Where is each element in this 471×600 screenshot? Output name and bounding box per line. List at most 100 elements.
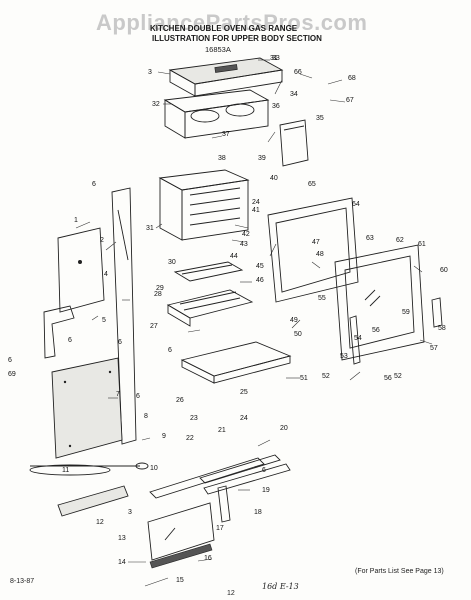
part-callout-13: 13 (118, 535, 126, 542)
part-callout-62: 62 (396, 237, 404, 244)
part-callout-21: 21 (218, 427, 226, 434)
part-callout-6: 6 (262, 467, 266, 474)
vertical-strip-part (217, 485, 231, 523)
lower-bracket-part (57, 485, 129, 517)
part-callout-31: 31 (146, 225, 154, 232)
part-callout-48: 48 (316, 251, 324, 258)
part-callout-52: 52 (394, 373, 402, 380)
part-callout-35: 35 (316, 115, 324, 122)
vertical-rail-part (111, 187, 137, 445)
part-callout-37: 37 (222, 131, 230, 138)
oven-door-frame-part (267, 197, 359, 303)
part-callout-7: 7 (116, 391, 120, 398)
part-callout-10: 10 (150, 465, 158, 472)
part-callout-6: 6 (136, 393, 140, 400)
part-callout-5: 5 (102, 317, 106, 324)
part-callout-56: 56 (372, 327, 380, 334)
part-callout-57: 57 (430, 345, 438, 352)
part-callout-41: 41 (252, 207, 260, 214)
rack-part (173, 261, 244, 282)
part-callout-40: 40 (270, 175, 278, 182)
part-callout-31: 31 (270, 55, 278, 62)
part-callout-2: 2 (100, 237, 104, 244)
burner-part (29, 464, 111, 476)
part-callout-14: 14 (118, 559, 126, 566)
kick-strip-part (149, 543, 213, 569)
top-cover-part (168, 57, 284, 97)
part-callout-25: 25 (240, 389, 248, 396)
part-callout-6: 6 (168, 347, 172, 354)
part-callout-59: 59 (402, 309, 410, 316)
back-panel-part (51, 357, 123, 459)
part-callout-61: 61 (418, 241, 426, 248)
part-callout-12: 12 (96, 519, 104, 526)
part-callout-54: 54 (354, 335, 362, 342)
part-callout-27: 27 (150, 323, 158, 330)
part-callout-43: 43 (240, 241, 248, 248)
window-glass-part (147, 502, 215, 561)
part-callout-4: 4 (104, 271, 108, 278)
part-callout-32: 32 (152, 101, 160, 108)
part-callout-50: 50 (294, 331, 302, 338)
part-callout-67: 67 (346, 97, 354, 104)
watermark: AppliancePartsPros.com (96, 10, 368, 35)
part-callout-28: 28 (154, 291, 162, 298)
part-callout-42: 42 (242, 231, 250, 238)
part-callout-6: 6 (118, 339, 122, 346)
footer-page-number: 12 (227, 590, 235, 597)
part-callout-19: 19 (262, 487, 270, 494)
part-callout-1: 1 (74, 217, 78, 224)
part-callout-64: 64 (352, 201, 360, 208)
part-callout-6: 6 (8, 357, 12, 364)
part-callout-24: 24 (252, 199, 260, 206)
broil-pan-part (166, 289, 254, 327)
part-callout-20: 20 (280, 425, 288, 432)
door-trim-part (349, 315, 361, 365)
part-callout-3: 3 (128, 509, 132, 516)
bracket-part (43, 305, 75, 359)
part-callout-38: 38 (218, 155, 226, 162)
part-callout-22: 22 (186, 435, 194, 442)
handwritten-note: 16d E-13 (262, 582, 299, 591)
part-callout-9: 9 (162, 433, 166, 440)
part-callout-3: 3 (148, 69, 152, 76)
part-callout-63: 63 (366, 235, 374, 242)
diagram-title: KITCHEN DOUBLE OVEN GAS RANGE (150, 24, 298, 33)
part-callout-46: 46 (256, 277, 264, 284)
part-callout-65: 65 (308, 181, 316, 188)
part-callout-56: 56 (384, 375, 392, 382)
part-callout-23: 23 (190, 415, 198, 422)
part-callout-53: 53 (340, 353, 348, 360)
part-callout-58: 58 (438, 325, 446, 332)
oven-door-part (334, 244, 425, 361)
broiler-box-part (163, 89, 270, 139)
side-panel-part (279, 119, 309, 167)
trim-strips-part (149, 454, 291, 499)
part-callout-30: 30 (168, 259, 176, 266)
part-callout-52: 52 (322, 373, 330, 380)
part-callout-39: 39 (258, 155, 266, 162)
part-callout-36: 36 (272, 103, 280, 110)
part-callout-69: 69 (8, 371, 16, 378)
part-callout-16: 16 (204, 555, 212, 562)
part-callout-8: 8 (144, 413, 148, 420)
part-callout-15: 15 (176, 577, 184, 584)
part-callout-34: 34 (290, 91, 298, 98)
part-callout-49: 49 (290, 317, 298, 324)
part-callout-44: 44 (230, 253, 238, 260)
part-callout-45: 45 (256, 263, 264, 270)
part-callout-29: 29 (156, 285, 164, 292)
footer-date: 8-13-87 (10, 578, 35, 585)
diagram-code: 16853A (205, 45, 231, 54)
diagram-subtitle: ILLUSTRATION FOR UPPER BODY SECTION (152, 34, 322, 43)
part-callout-17: 17 (216, 525, 224, 532)
part-callout-51: 51 (300, 375, 308, 382)
part-callout-18: 18 (254, 509, 262, 516)
footer-parts-list-note: (For Parts List See Page 13) (355, 568, 444, 575)
part-callout-66: 66 (294, 69, 302, 76)
part-callout-24: 24 (240, 415, 248, 422)
part-callout-55: 55 (318, 295, 326, 302)
